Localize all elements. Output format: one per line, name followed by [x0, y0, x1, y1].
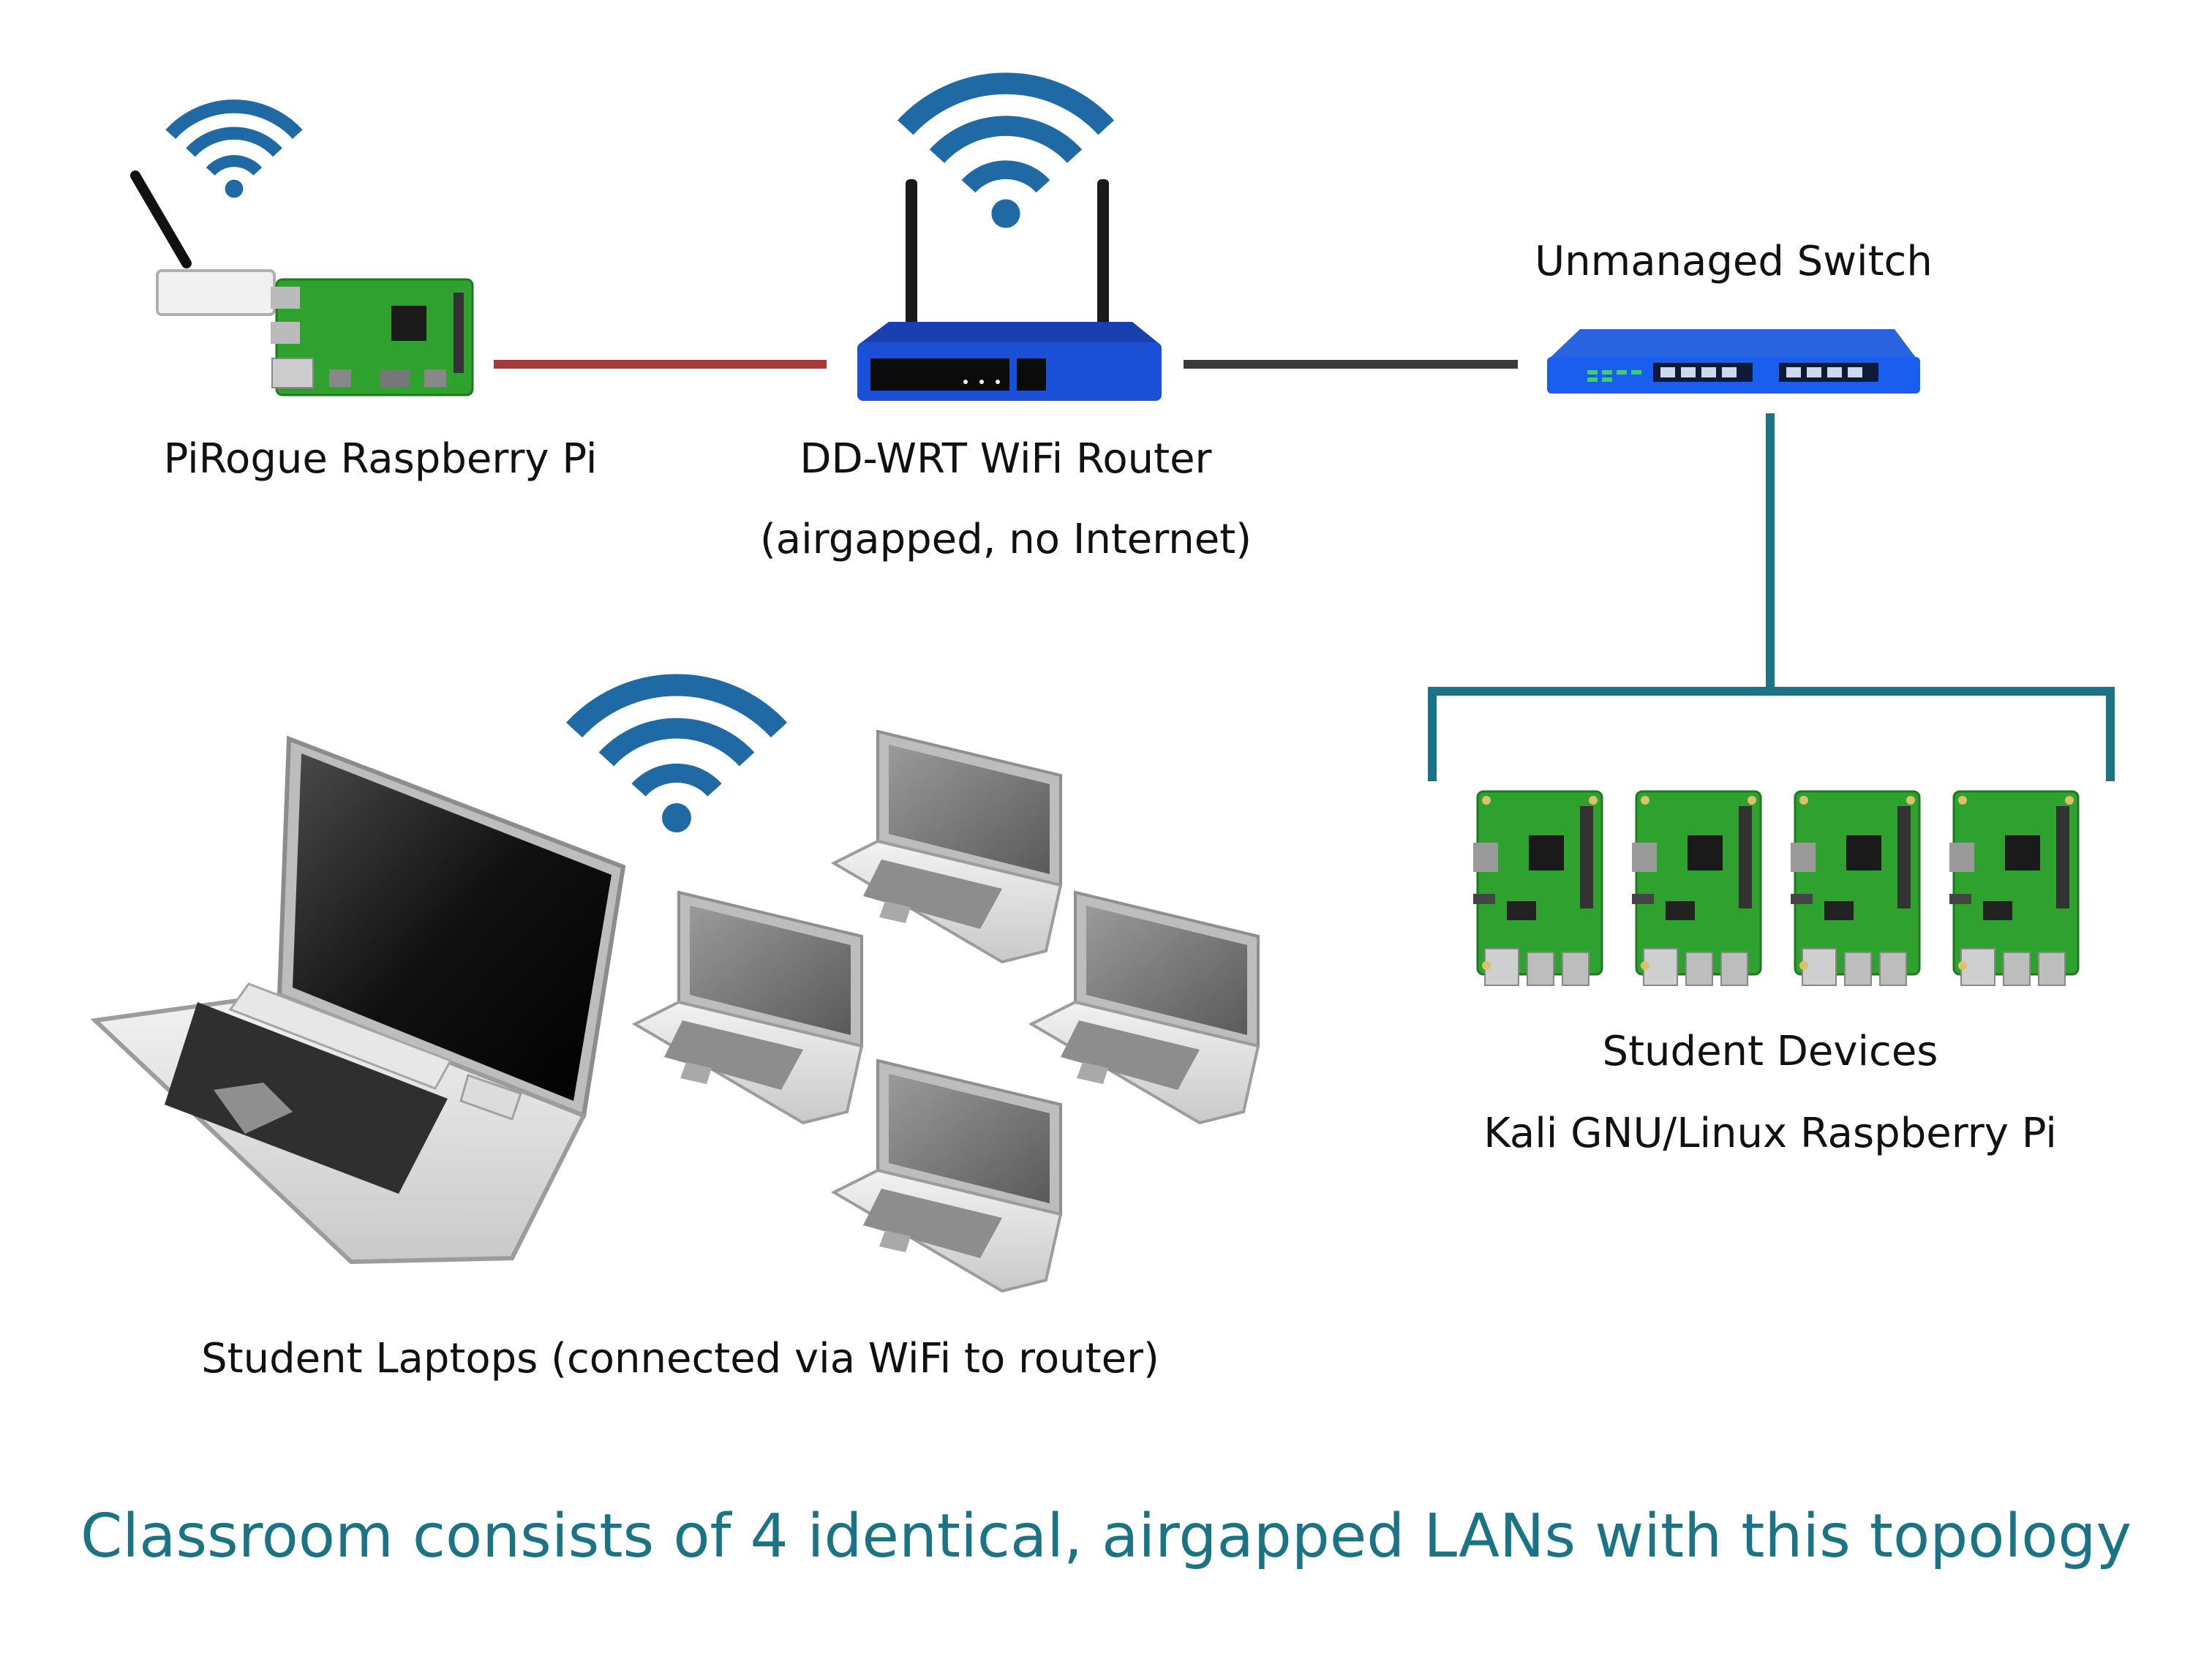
pirogue-device	[130, 170, 474, 396]
raspberry-pi-board-icon	[1630, 790, 1762, 987]
raspberry-pi-board-icon	[1789, 790, 1921, 987]
diagram-caption: Classroom consists of 4 identical, airga…	[80, 1502, 2132, 1571]
raspberry-pi-board-icon	[1948, 790, 2080, 987]
label-router-line1: DD-WRT WiFi Router	[800, 435, 1212, 483]
student-laptops	[90, 730, 1260, 1293]
label-student-devices-line2: Kali GNU/Linux Raspberry Pi	[1483, 1110, 2057, 1157]
label-pirogue: PiRogue Raspberry Pi	[163, 435, 598, 483]
laptop-icon	[832, 730, 1062, 963]
laptop-icon	[832, 1059, 1062, 1293]
switch-device	[1547, 329, 1920, 394]
wifi-dongle-icon	[156, 269, 276, 316]
wifi-icon-laptops	[574, 685, 779, 832]
antenna-icon	[130, 170, 192, 268]
label-student-devices-line1: Student Devices	[1602, 1028, 1938, 1075]
raspberry-pi-board-icon	[1472, 790, 1603, 987]
router-device	[857, 179, 1162, 401]
label-student-laptops: Student Laptops (connected via WiFi to r…	[201, 1335, 1159, 1382]
laptop-icon	[90, 735, 626, 1265]
laptop-icon	[633, 891, 863, 1124]
laptop-icon	[1030, 891, 1260, 1124]
wifi-icon-pirogue	[170, 106, 298, 198]
switch-tree-lines	[1428, 413, 2115, 781]
label-switch: Unmanaged Switch	[1535, 238, 1933, 285]
label-router-line2: (airgapped, no Internet)	[759, 516, 1252, 563]
wifi-icon-router	[906, 83, 1106, 228]
student-devices	[1472, 790, 2080, 987]
